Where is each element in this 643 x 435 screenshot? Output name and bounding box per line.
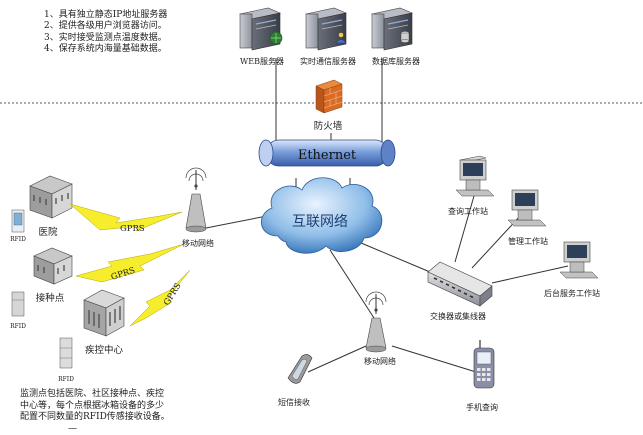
note-line: 配置不同数量的RFID传感接收设备。 [20, 412, 190, 424]
mobile-network-tower-icon [186, 168, 206, 232]
hospital-label: 医院 [38, 226, 58, 238]
management-workstation-label: 管理工作站 [508, 236, 548, 246]
mobile-network-label-2: 移动网络 [364, 356, 396, 366]
ethernet-label: Ethernet [298, 148, 357, 163]
cdc-label: 疾控中心 [85, 344, 124, 356]
vaccination-rfid-label: RFID [10, 323, 26, 330]
database-server-icon [372, 8, 412, 50]
cdc-rfid-reader-icon [60, 338, 72, 368]
monitoring-points-note: 监测点包括医院、社区接种点、疾控 中心等，每个点根据冰箱设备的多少 配置不同数量… [20, 389, 190, 435]
database-server-label: 数据库服务器 [372, 56, 420, 66]
mobile-phone-icon [474, 340, 494, 388]
requirement-item: 3、实时接受监测点温度数据。 [44, 33, 244, 44]
web-server-icon [240, 8, 282, 50]
note-dash: — [68, 424, 190, 435]
requirement-item: 4、保存系统内海量基础数据。 [44, 44, 244, 55]
query-workstation-icon [456, 156, 494, 196]
mobile-network-tower-icon-2 [366, 292, 386, 352]
backend-workstation-icon [560, 242, 598, 278]
cdc-rfid-label: RFID [58, 376, 74, 383]
vaccination-site-icon [34, 248, 72, 284]
realtime-server-icon [306, 8, 346, 50]
requirement-item: 2、提供各级用户浏览器访问。 [44, 21, 244, 32]
internet-label: 互联网络 [292, 214, 348, 230]
query-workstation-label: 查询工作站 [448, 206, 488, 216]
vaccination-rfid-reader-icon [12, 292, 24, 316]
hospital-building-icon [30, 176, 72, 218]
mobile-network-label: 移动网络 [182, 238, 214, 248]
note-line: 中心等，每个点根据冰箱设备的多少 [20, 401, 190, 413]
switch-label: 交换器或集线器 [430, 311, 486, 321]
server-requirements-list: 1、具有独立静态IP地址服务器 2、提供各级用户浏览器访问。 3、实时接受监测点… [44, 10, 244, 55]
hospital-rfid-label: RFID [10, 236, 26, 243]
note-line: 监测点包括医院、社区接种点、疾控 [20, 389, 190, 401]
vaccination-site-label: 接种点 [36, 292, 65, 304]
firewall-icon [316, 80, 342, 113]
gprs-label-1: GPRS [120, 224, 145, 234]
sms-phone-icon [288, 354, 312, 383]
switch-hub-icon [428, 262, 492, 306]
requirement-item: 1、具有独立静态IP地址服务器 [44, 10, 244, 21]
sms-label: 短信接收 [278, 397, 310, 407]
cdc-building-icon [84, 290, 124, 336]
backend-workstation-label: 后台服务工作站 [544, 288, 600, 298]
management-workstation-icon [508, 190, 546, 226]
web-server-label: WEB服务器 [240, 56, 284, 66]
realtime-server-label: 实时通信服务器 [300, 56, 356, 66]
firewall-label: 防火墙 [314, 120, 343, 132]
hospital-rfid-reader-icon [12, 210, 24, 232]
phone-query-label: 手机查询 [466, 402, 498, 412]
